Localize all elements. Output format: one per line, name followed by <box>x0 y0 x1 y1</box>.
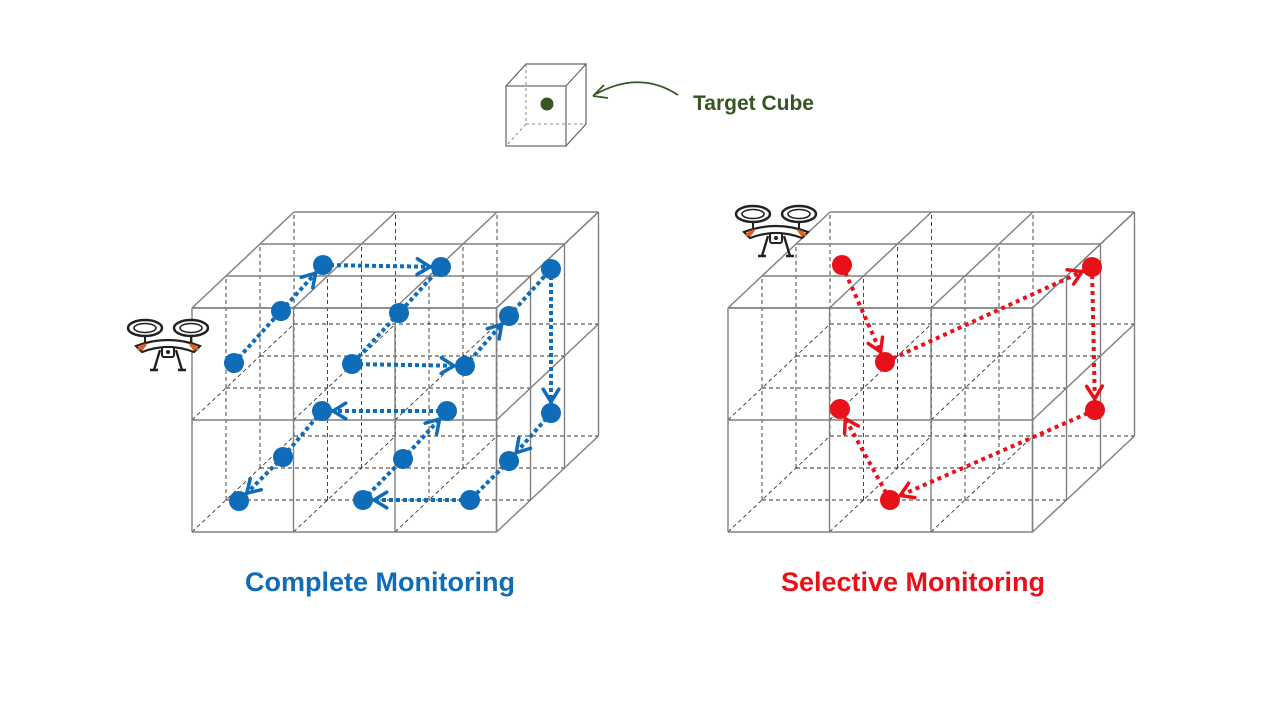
path-segment <box>507 411 553 463</box>
selective-monitoring-label: Selective Monitoring <box>781 567 1045 597</box>
cube-hidden-edges <box>525 64 586 125</box>
grid-line <box>930 211 1034 309</box>
target-pointer-arrowhead <box>592 84 609 99</box>
cube-front-face <box>505 85 567 147</box>
path-point <box>389 303 409 323</box>
path-segment <box>401 409 449 461</box>
cube-side-face <box>565 64 587 147</box>
grid-hidden-line <box>727 435 831 533</box>
cube-top-face <box>505 63 588 87</box>
grid-hidden-line <box>727 323 831 421</box>
grid-hidden-line <box>394 435 498 533</box>
target-cube-label: Target Cube <box>693 92 814 115</box>
path-segment <box>889 408 1096 502</box>
grid-line <box>1032 211 1135 309</box>
complete-monitoring-label: Complete Monitoring <box>245 567 515 597</box>
path-arrowhead <box>898 481 917 500</box>
path-arrowhead <box>331 401 348 421</box>
drone-icon <box>126 318 210 372</box>
path-arrowhead <box>245 476 264 495</box>
path-arrowhead <box>439 355 456 376</box>
path-point <box>880 490 900 510</box>
grid-hidden-line <box>293 323 396 421</box>
path-arrowhead <box>842 416 861 436</box>
path-arrowhead <box>485 322 504 341</box>
path-arrowhead <box>299 271 318 290</box>
path-point <box>353 490 373 510</box>
grid-hidden-line <box>930 435 1034 533</box>
path-point <box>312 401 332 421</box>
cube-hidden-edge <box>505 123 527 147</box>
complete-monitoring-grid <box>191 211 600 533</box>
path-arrowhead <box>514 436 533 455</box>
path-point <box>431 257 451 277</box>
path-point <box>830 399 850 419</box>
path-point <box>313 255 333 275</box>
path-segment <box>1090 266 1097 411</box>
grid-line <box>829 211 932 309</box>
selective-monitoring-path <box>830 255 1105 510</box>
path-point <box>273 447 293 467</box>
path-point <box>342 354 362 374</box>
path-segment <box>884 265 1093 364</box>
path-arrowhead <box>423 417 442 436</box>
path-point <box>832 255 852 275</box>
path-point <box>271 301 291 321</box>
path-point <box>1085 400 1105 420</box>
grid-line <box>191 211 295 309</box>
path-segment <box>838 408 892 501</box>
path-segment <box>507 267 553 318</box>
path-segment <box>351 362 466 368</box>
path-segment <box>397 265 443 315</box>
path-arrowhead <box>1084 384 1105 401</box>
path-arrowhead <box>415 257 432 277</box>
path-point <box>455 356 475 376</box>
path-segment <box>322 263 442 269</box>
path-point <box>437 401 457 421</box>
path-point <box>541 403 561 423</box>
grid-hidden-line <box>191 435 295 533</box>
complete-monitoring-path <box>224 255 561 511</box>
path-arrowhead <box>866 335 885 354</box>
path-point <box>229 491 249 511</box>
path-arrowhead <box>541 387 561 404</box>
grid-line <box>293 211 396 309</box>
path-point <box>875 352 895 372</box>
grid-hidden-line <box>293 435 396 533</box>
grid-line <box>496 435 599 533</box>
target-point <box>540 97 554 111</box>
grid-line <box>496 323 599 421</box>
path-point <box>1082 257 1102 277</box>
path-arrowhead <box>372 490 389 510</box>
path-point <box>541 259 561 279</box>
grid-hidden-line <box>191 323 295 421</box>
grid-line <box>1032 323 1135 421</box>
grid-line <box>1032 435 1135 533</box>
path-point <box>460 490 480 510</box>
grid-hidden-line <box>930 323 1034 421</box>
path-arrowhead <box>1065 268 1084 286</box>
path-point <box>499 451 519 471</box>
path-segment <box>350 311 401 366</box>
path-segment <box>232 309 283 365</box>
path-point <box>393 449 413 469</box>
path-point <box>224 353 244 373</box>
path-segment <box>281 409 324 459</box>
path-point <box>499 306 519 326</box>
drone-icon <box>734 204 818 258</box>
target-pointer-arrow <box>595 81 679 96</box>
target-cube-icon <box>505 63 588 147</box>
selective-monitoring-grid <box>727 211 1136 533</box>
grid-line <box>727 211 831 309</box>
path-segment <box>840 264 887 363</box>
